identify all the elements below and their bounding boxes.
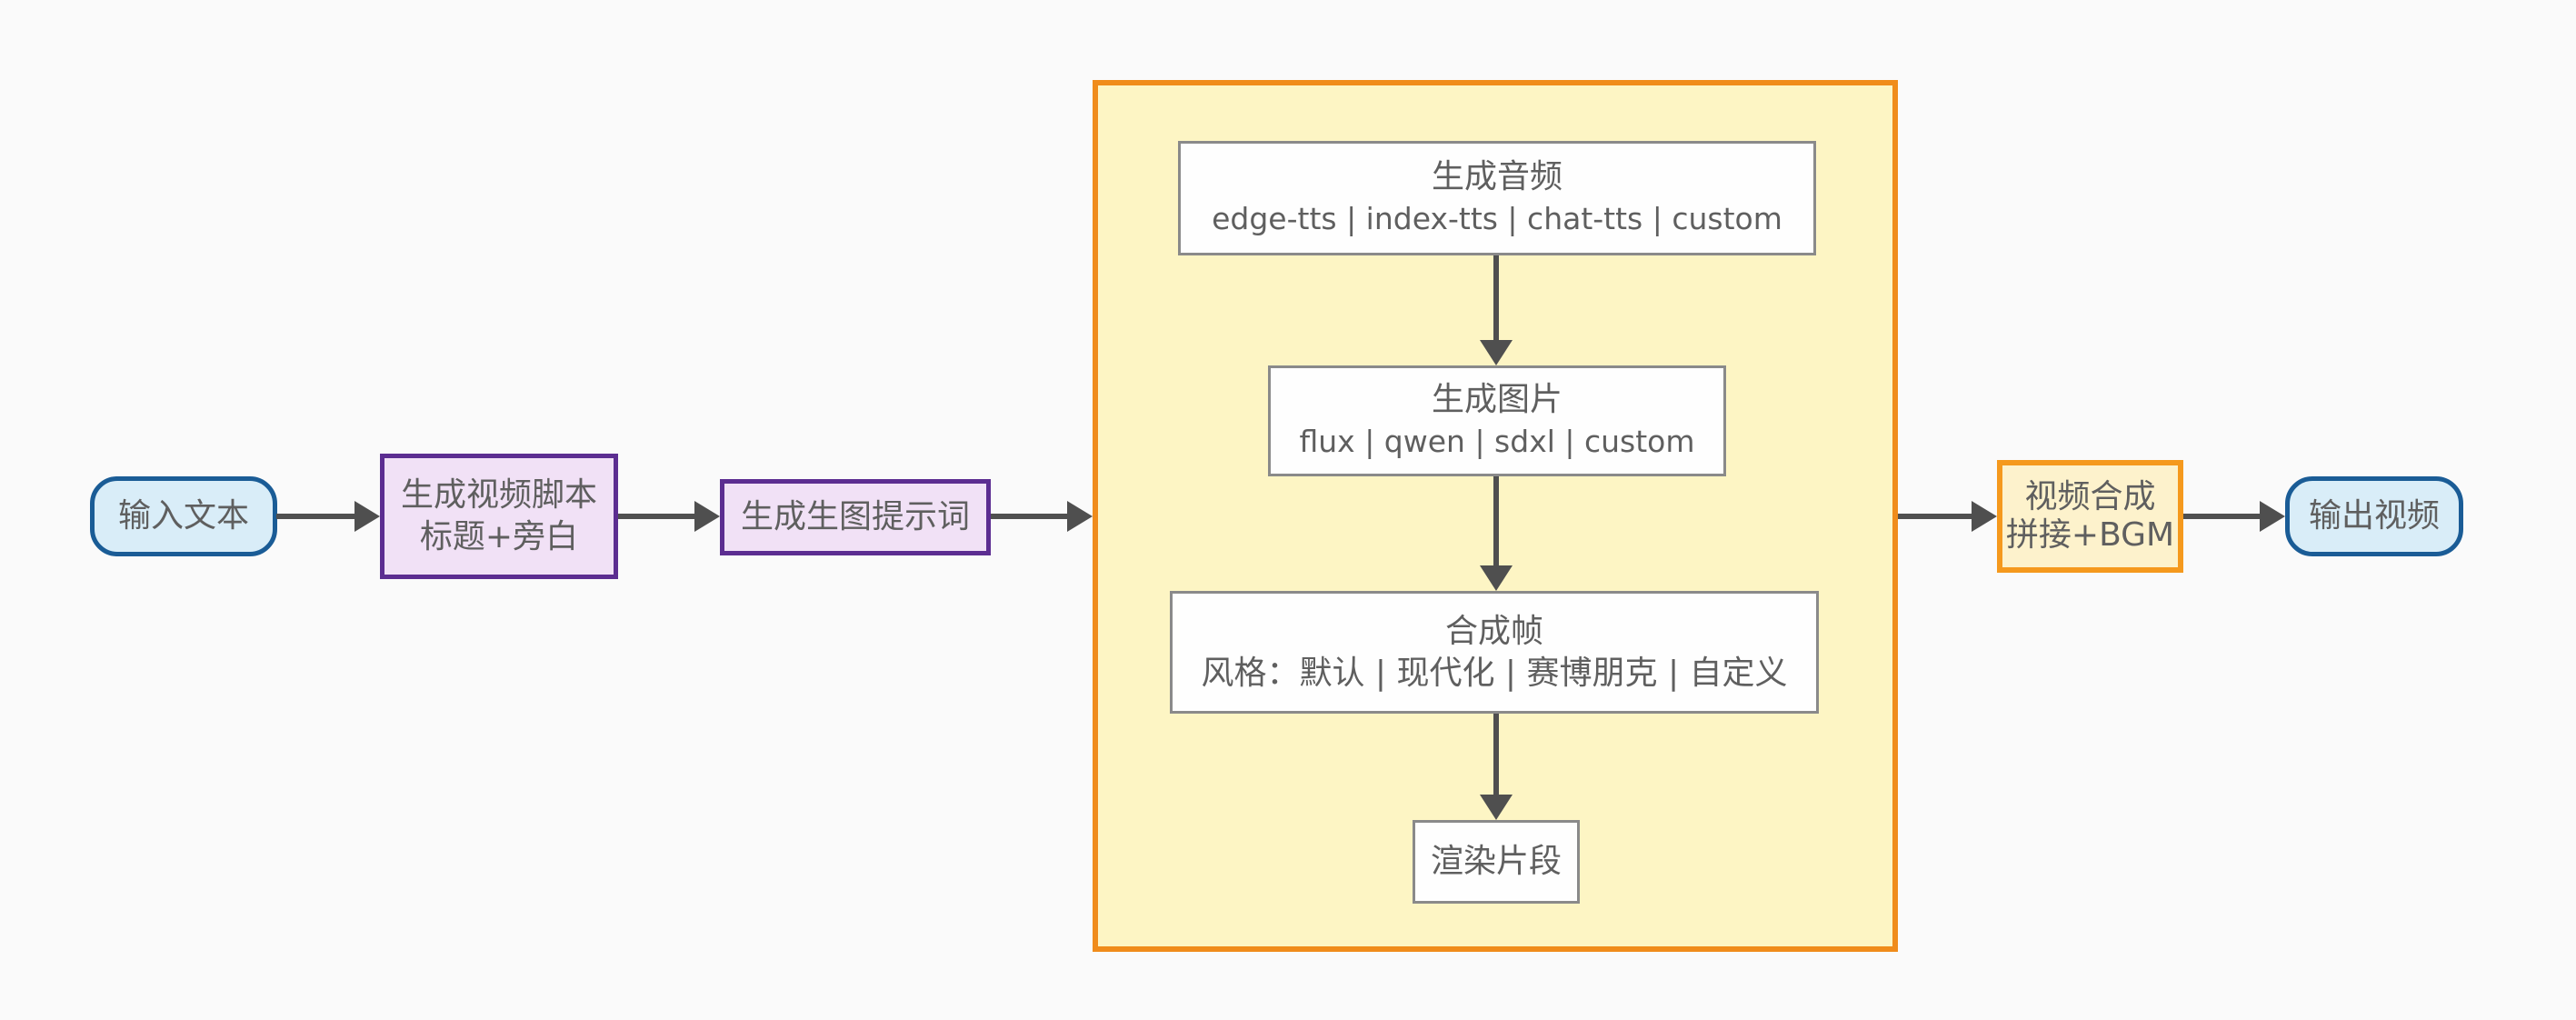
arrow-shaft xyxy=(991,514,1067,519)
arrow-shaft xyxy=(1898,514,1972,519)
arrow-compose-to-output xyxy=(2183,501,2285,532)
arrowhead-down-icon xyxy=(1480,565,1513,591)
node-compose-frame-line1: 合成帧 xyxy=(1444,612,1543,650)
arrowhead-right-icon xyxy=(694,501,720,532)
node-compose-frame-line2: 风格：默认 | 现代化 | 赛博朋克 | 自定义 xyxy=(1201,654,1788,692)
arrow-prompt-to-container xyxy=(991,501,1093,532)
arrowhead-right-icon xyxy=(354,501,380,532)
node-image-prompt: 生成生图提示词 xyxy=(720,479,991,555)
node-generate-script-line1: 生成视频脚本 xyxy=(400,476,597,514)
arrow-shaft xyxy=(2183,514,2260,519)
arrow-input-to-script xyxy=(276,501,380,532)
arrow-shaft xyxy=(618,514,694,519)
arrow-frame-to-render xyxy=(1480,714,1513,820)
node-generate-image-line1: 生成图片 xyxy=(1431,381,1563,418)
arrow-shaft xyxy=(1493,714,1499,795)
arrowhead-right-icon xyxy=(1067,501,1093,532)
node-compose-frame: 合成帧 风格：默认 | 现代化 | 赛博朋克 | 自定义 xyxy=(1170,591,1819,714)
node-generate-audio-line2: edge-tts | index-tts | chat-tts | custom xyxy=(1212,201,1782,236)
arrow-container-to-compose xyxy=(1898,501,1997,532)
arrow-image-to-frame xyxy=(1480,476,1513,591)
arrowhead-down-icon xyxy=(1480,340,1513,365)
node-generate-audio-line1: 生成音频 xyxy=(1431,158,1563,195)
arrowhead-right-icon xyxy=(2260,501,2285,532)
arrow-shaft xyxy=(1493,255,1499,340)
node-video-compose-line1: 视频合成 xyxy=(2024,478,2156,515)
node-generate-script-line2: 标题+旁白 xyxy=(419,518,579,555)
node-video-compose-line2: 拼接+BGM xyxy=(2005,516,2175,554)
arrow-audio-to-image xyxy=(1480,255,1513,365)
node-generate-image: 生成图片 flux | qwen | sdxl | custom xyxy=(1268,365,1726,476)
node-generate-audio: 生成音频 edge-tts | index-tts | chat-tts | c… xyxy=(1178,141,1816,255)
node-image-prompt-label: 生成生图提示词 xyxy=(740,498,970,535)
node-output-video: 输出视频 xyxy=(2285,476,2463,556)
arrow-shaft xyxy=(276,514,354,519)
arrowhead-right-icon xyxy=(1972,501,1997,532)
node-generate-image-line2: flux | qwen | sdxl | custom xyxy=(1299,424,1695,459)
node-output-video-label: 输出视频 xyxy=(2308,497,2440,535)
node-render-clip-label: 渲染片段 xyxy=(1430,843,1562,880)
node-generate-script: 生成视频脚本 标题+旁白 xyxy=(380,454,618,579)
arrow-shaft xyxy=(1493,476,1499,565)
node-render-clip: 渲染片段 xyxy=(1413,820,1580,904)
node-input-text: 输入文本 xyxy=(90,476,277,556)
node-input-text-label: 输入文本 xyxy=(117,497,249,535)
arrowhead-down-icon xyxy=(1480,795,1513,820)
arrow-script-to-prompt xyxy=(618,501,720,532)
node-video-compose: 视频合成 拼接+BGM xyxy=(1997,460,2183,573)
